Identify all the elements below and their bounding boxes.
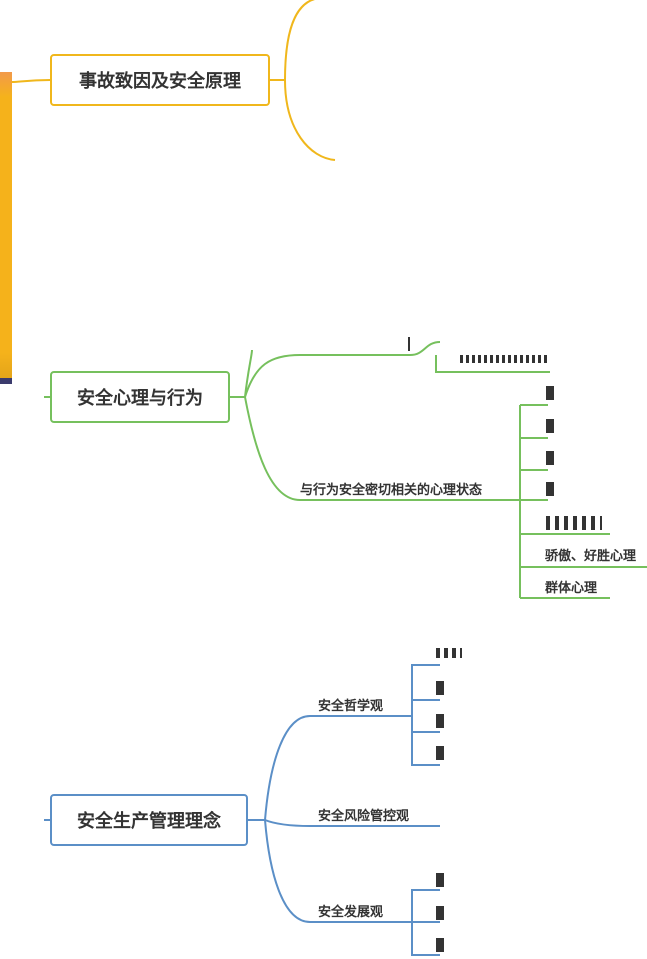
clipped-fragment xyxy=(436,746,444,760)
clipped-fragment xyxy=(546,419,554,433)
clipped-fragment xyxy=(436,906,444,920)
blue-branch-2 xyxy=(264,819,440,827)
child-label-safety-philosophy[interactable]: 安全哲学观 xyxy=(318,699,384,714)
orange-curve-up xyxy=(284,0,315,81)
branch-title: 安全生产管理理念 xyxy=(77,811,221,832)
clipped-fragment xyxy=(546,386,554,400)
state-label-group[interactable]: 群体心理 xyxy=(545,581,598,596)
green-branch-1 xyxy=(244,354,410,398)
child-label-safety-development[interactable]: 安全发展观 xyxy=(318,905,384,920)
clipped-fragment xyxy=(436,873,444,887)
clipped-fragment xyxy=(546,451,554,465)
blue-sub-3a xyxy=(411,889,440,922)
branch-node-safety-management[interactable]: 安全生产管理理念 xyxy=(50,794,248,846)
side-bar-tip xyxy=(0,378,12,384)
blue-sub-1b xyxy=(411,699,440,716)
clipped-fragment xyxy=(436,681,444,695)
blue-branch-3 xyxy=(264,819,412,923)
clipped-fragment xyxy=(408,337,418,351)
clipped-fragment xyxy=(436,938,444,952)
branch-title: 安全心理与行为 xyxy=(77,388,203,409)
state-label-arrogance[interactable]: 骄傲、好胜心理 xyxy=(545,549,637,564)
clipped-fragment xyxy=(436,714,444,728)
orange-root-connector xyxy=(11,79,51,83)
side-bar xyxy=(0,72,12,384)
green-branch-1b xyxy=(435,355,550,373)
clipped-fragment xyxy=(546,516,602,530)
branch-title: 事故致因及安全原理 xyxy=(79,71,241,92)
clipped-fragment xyxy=(546,482,554,496)
orange-curve-down xyxy=(284,79,336,161)
child-label-risk-control[interactable]: 安全风险管控观 xyxy=(318,809,410,824)
branch-node-safety-psychology[interactable]: 安全心理与行为 xyxy=(50,371,230,423)
green-branch-1a xyxy=(409,341,441,356)
blue-sub-1d xyxy=(411,716,440,766)
green-branch-2 xyxy=(244,396,520,501)
clipped-fragment xyxy=(460,355,550,363)
blue-branch-1 xyxy=(264,715,412,821)
clipped-fragment xyxy=(436,648,462,658)
green-curve-top xyxy=(244,349,253,398)
blue-sub-3c xyxy=(411,922,440,956)
branch-node-accident-causation[interactable]: 事故致因及安全原理 xyxy=(50,54,270,106)
child-label-psych-states[interactable]: 与行为安全密切相关的心理状态 xyxy=(300,483,483,498)
